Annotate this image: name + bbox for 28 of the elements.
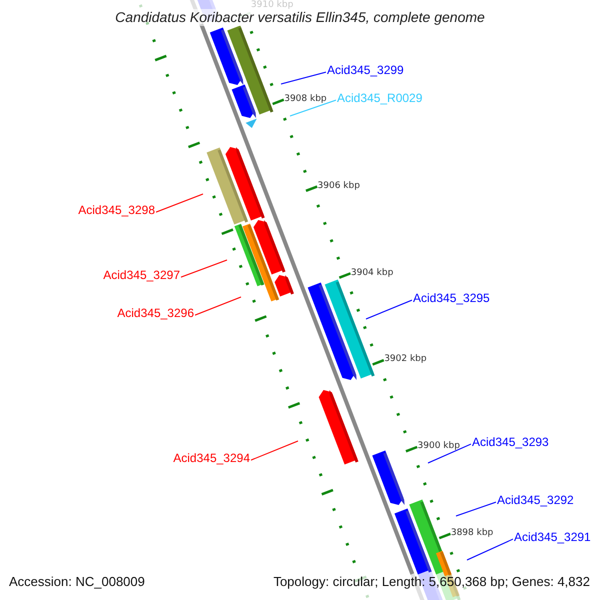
leader-line — [456, 502, 496, 516]
tick-label: 3900 kbp — [418, 441, 460, 452]
gene-label: Acid345_3294 — [173, 451, 250, 465]
leader-line — [194, 296, 242, 316]
gene-label: Acid345_R0029 — [337, 91, 422, 105]
leader-line — [466, 538, 514, 560]
gene-label: Acid345_3297 — [103, 268, 180, 282]
leader-line — [290, 100, 336, 116]
gene-label: Acid345_3293 — [472, 435, 549, 449]
tick-label: 3904 kbp — [350, 268, 394, 278]
tick-label: 3902 kbp — [384, 354, 427, 366]
tick-label: 3906 kbp — [318, 180, 360, 192]
leader-line — [180, 260, 228, 278]
gene-label: Acid345_3291 — [514, 530, 591, 544]
leader-line — [280, 72, 326, 84]
accession-text: Accession: NC_008009 — [9, 574, 145, 590]
leader-line — [156, 194, 204, 213]
leader-line — [366, 300, 412, 320]
gene-label: Acid345_3298 — [78, 203, 155, 217]
gene-label: Acid345_3292 — [497, 493, 574, 507]
gene-label: Acid345_3299 — [327, 63, 404, 77]
tick-label: 3898 kbp — [450, 528, 494, 539]
leader-line — [250, 440, 298, 461]
gene-label: Acid345_3296 — [117, 306, 194, 320]
leader-line — [428, 444, 472, 464]
genome-summary-text: Topology: circular; Length: 5,650,368 bp; Genes: 4,832 — [273, 574, 590, 590]
gene-label: Acid345_3295 — [413, 291, 490, 305]
tick-label: 3908 kbp — [284, 94, 327, 105]
